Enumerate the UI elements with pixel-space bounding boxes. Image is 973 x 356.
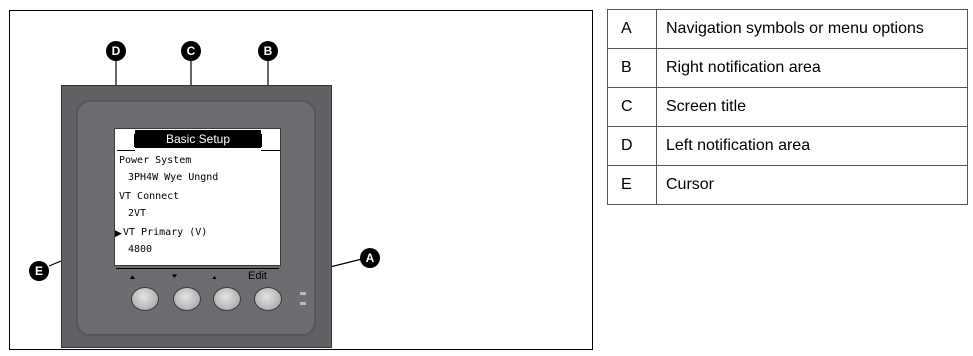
lcd-top-line-left (117, 150, 135, 151)
callout-e: E (29, 261, 49, 281)
cursor-icon: ▶ (115, 228, 122, 238)
callout-c: C (181, 41, 201, 61)
menu-item-vt-primary[interactable]: VT Primary (V) (123, 227, 208, 238)
button-2[interactable] (173, 287, 201, 311)
legend-description: Right notification area (656, 48, 968, 88)
meter-device: Basic Setup Power System 3PH4W Wye Ungnd… (61, 85, 332, 348)
up-arrow-icon[interactable]: ▲ (210, 274, 219, 280)
button-4[interactable] (254, 287, 282, 311)
screen-title-background (135, 130, 261, 148)
legend-row-c: C Screen title (607, 87, 968, 127)
right-notification-area (261, 134, 262, 147)
legend-description: Left notification area (656, 126, 968, 166)
legend-description: Navigation symbols or menu options (656, 9, 968, 49)
legend-row-d: D Left notification area (607, 126, 968, 166)
legend-table: A Navigation symbols or menu options B R… (607, 9, 968, 205)
legend-row-a: A Navigation symbols or menu options (607, 9, 968, 49)
legend-key: D (607, 126, 657, 166)
button-3[interactable] (213, 287, 241, 311)
nav-divider (116, 268, 279, 269)
left-notification-area (134, 134, 135, 147)
down-arrow-icon[interactable]: ▼ (170, 272, 179, 280)
led-indicator-top (300, 292, 306, 295)
value-power-system: 3PH4W Wye Ungnd (128, 172, 219, 183)
callout-d: D (106, 41, 126, 61)
screen-title: Basic Setup (165, 132, 231, 146)
legend-key: A (607, 9, 657, 49)
led-indicator-bottom (300, 302, 306, 305)
value-vt-connect: 2VT (128, 208, 147, 219)
lcd-screen: Basic Setup Power System 3PH4W Wye Ungnd… (114, 128, 281, 266)
value-vt-primary: 4800 (128, 244, 153, 255)
legend-description: Cursor (656, 165, 968, 205)
legend-key: B (607, 48, 657, 88)
lcd-nav-row: ▲ ▼ ▲ Edit (114, 128, 281, 288)
legend-row-e: E Cursor (607, 165, 968, 205)
edit-option[interactable]: Edit (248, 270, 267, 282)
legend-key: C (607, 87, 657, 127)
meter-display-figure: Basic Setup Power System 3PH4W Wye Ungnd… (9, 10, 593, 350)
home-up-arrow-icon[interactable]: ▲ (128, 273, 137, 281)
button-1[interactable] (131, 287, 159, 311)
callout-a: A (360, 248, 380, 268)
lcd-top-line-right (261, 150, 280, 151)
legend-description: Screen title (656, 87, 968, 127)
callout-b: B (258, 41, 278, 61)
legend-row-b: B Right notification area (607, 48, 968, 88)
legend-key: E (607, 165, 657, 205)
menu-item-vt-connect[interactable]: VT Connect (119, 191, 180, 202)
menu-item-power-system[interactable]: Power System (119, 155, 192, 166)
